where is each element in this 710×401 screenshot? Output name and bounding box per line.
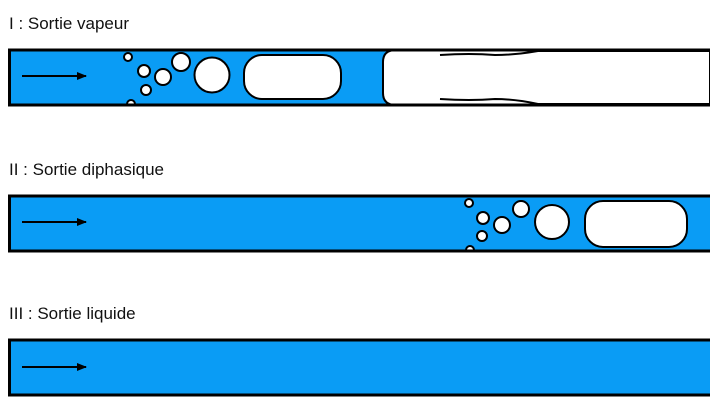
pipe-3-liquid: [8, 340, 710, 395]
pipe-3: [8, 338, 710, 397]
pipe-1-film-bottom: [439, 97, 710, 105]
pipe-1-bubble: [123, 52, 133, 62]
pipe-1-bubble: [171, 52, 191, 72]
pipe-1-bubble: [137, 64, 151, 78]
case-3-label: III : Sortie liquide: [9, 304, 136, 323]
pipe-2-slug-bubble: [584, 200, 688, 248]
pipe-2-bubble: [534, 204, 570, 240]
pipe-1-vapor-region: [382, 50, 710, 105]
pipe-2: [8, 194, 710, 253]
pipe-1-slug-bubble: [243, 54, 342, 100]
pipe-2-bubble: [464, 198, 474, 208]
case-1-label: I : Sortie vapeur: [9, 14, 130, 33]
pipe-1-bubble: [193, 56, 231, 94]
pipe-2-bubble: [476, 230, 488, 242]
case-2-label: II : Sortie diphasique: [9, 160, 164, 179]
pipe-1-film-top: [439, 50, 710, 57]
pipe-1: [8, 48, 710, 107]
pipe-1-bubble: [140, 84, 152, 96]
pipe-2-bubble: [493, 216, 511, 234]
pipe-2-bubble: [512, 200, 530, 218]
pipe-1-bubble: [154, 68, 172, 86]
pipe-2-bubble: [476, 211, 490, 225]
